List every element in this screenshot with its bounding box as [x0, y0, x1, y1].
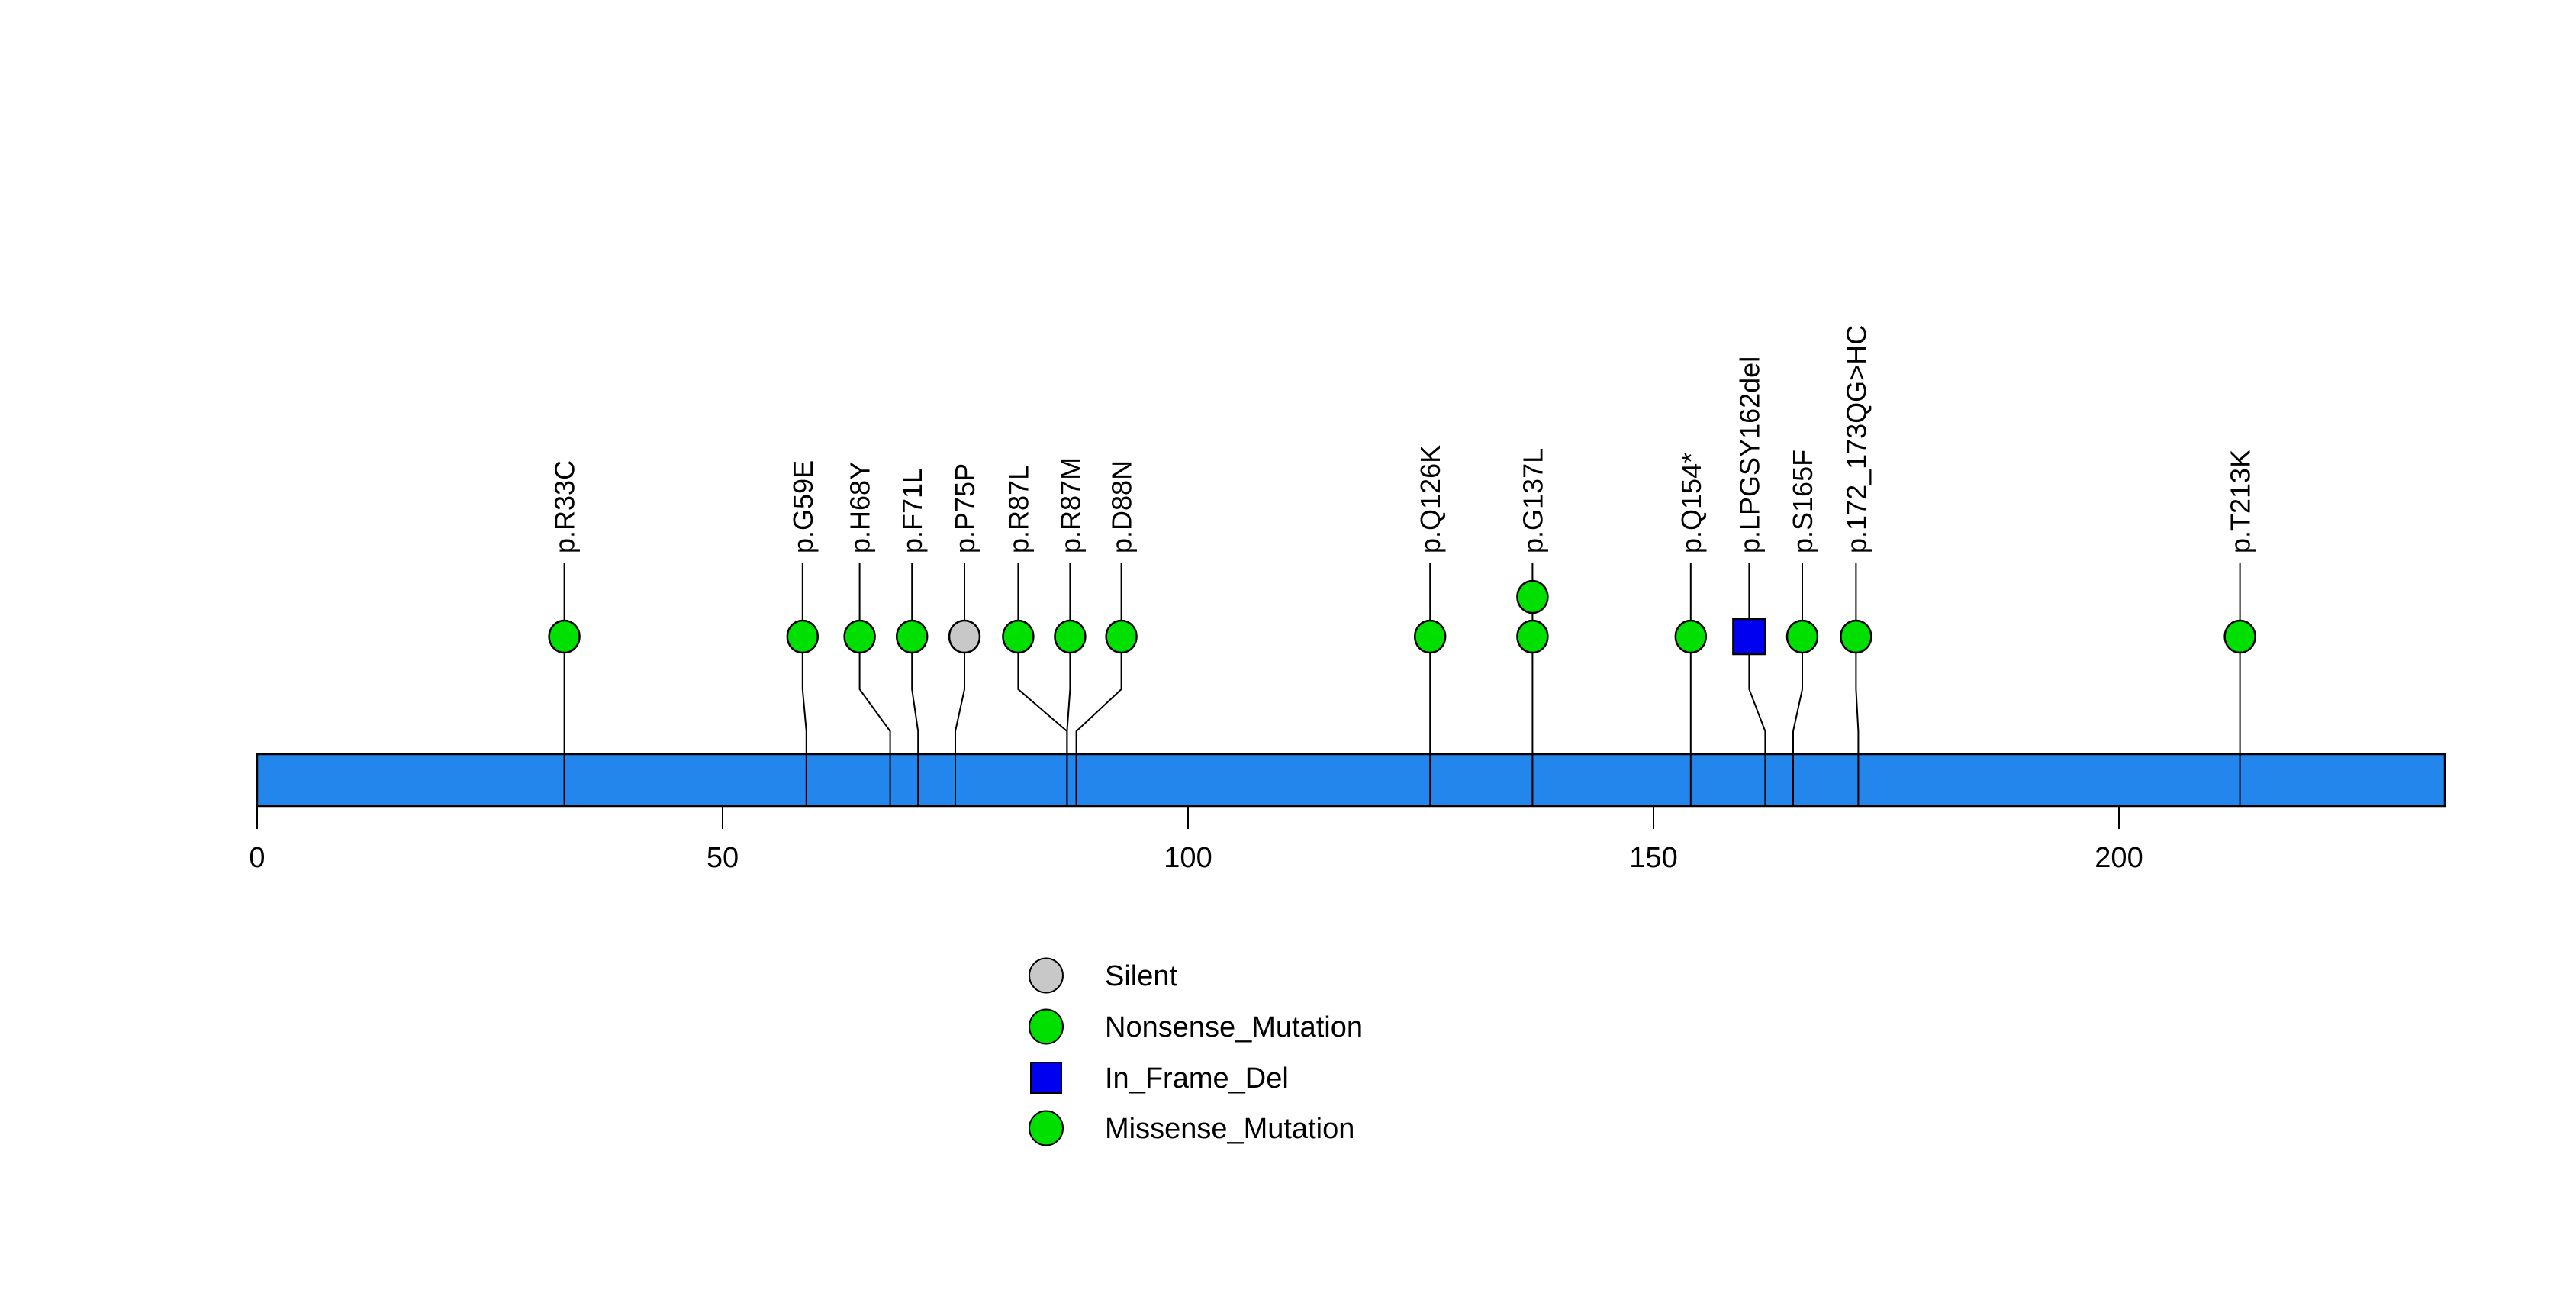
protein-bar	[256, 753, 2446, 808]
mutation-label: p.Q126K	[1415, 445, 1446, 553]
legend-swatch-Silent	[1029, 957, 1064, 994]
mutation-labels-group: p.R33C p.G59E p.H68Y p.F71L p.P75P p.R87L p.R8…	[549, 325, 2256, 553]
legend-swatch-Missense_Mutation	[1029, 1110, 1064, 1146]
marker-p.G59E	[786, 619, 819, 654]
mutation-label: p.172_173QG>HC	[1840, 325, 1872, 553]
axis-tick-label: 150	[1629, 842, 1677, 874]
mutation-label: p.LPGSY162del	[1734, 356, 1765, 553]
mutation-label: p.R33C	[549, 460, 581, 553]
legend-label: Missense_Mutation	[1105, 1113, 1354, 1145]
mutation-label: p.R87M	[1055, 457, 1086, 553]
x-axis-group: 0 50 100 150 200	[249, 806, 2143, 874]
axis-tick-label: 50	[707, 842, 739, 874]
marker-p.LPGSY162del	[1732, 618, 1766, 656]
marker-p.R87M	[1054, 619, 1087, 654]
marker-p.Q154*	[1674, 619, 1708, 654]
mutation-label: p.S165F	[1787, 450, 1818, 553]
marker-p.172_173QG>HC	[1840, 619, 1872, 654]
mutation-label: p.G59E	[787, 460, 819, 553]
legend-swatch-Nonsense_Mutation	[1029, 1008, 1064, 1045]
mutation-label: p.Q154*	[1676, 453, 1707, 553]
marker-p.H68Y	[843, 619, 876, 654]
legend-label: In_Frame_Del	[1105, 1063, 1289, 1095]
marker-p.G137L	[1516, 579, 1549, 614]
marker-p.R33C	[548, 619, 581, 654]
marker-p.S165F	[1785, 619, 1819, 654]
marker-p.G137L	[1516, 619, 1549, 654]
marker-p.D88N	[1105, 619, 1138, 654]
mutation-label: p.R87L	[1003, 465, 1034, 553]
marker-p.T213K	[2223, 619, 2256, 654]
marker-p.Q126K	[1413, 619, 1447, 654]
protein-bar-group	[256, 753, 2446, 808]
mutation-markers-group	[548, 579, 2256, 656]
mutation-label: p.F71L	[897, 468, 928, 553]
axis-tick-label: 200	[2095, 842, 2143, 874]
legend-swatch-In_Frame_Del	[1030, 1062, 1062, 1094]
axis-tick-label: 0	[249, 842, 265, 874]
legend-group: SilentNonsense_MutationIn_Frame_DelMisse…	[1029, 957, 1363, 1146]
mutation-label: p.G137L	[1517, 448, 1548, 553]
mutation-label: p.T213K	[2225, 450, 2256, 553]
mutation-label: p.D88N	[1106, 460, 1138, 553]
marker-p.F71L	[895, 619, 929, 654]
mutation-label: p.P75P	[949, 463, 980, 553]
axis-tick-label: 100	[1164, 842, 1212, 874]
marker-p.P75P	[948, 619, 981, 654]
legend-label: Nonsense_Mutation	[1105, 1011, 1363, 1043]
mutation-label: p.H68Y	[845, 462, 876, 553]
marker-p.R87L	[1002, 619, 1035, 654]
legend-label: Silent	[1105, 960, 1177, 992]
